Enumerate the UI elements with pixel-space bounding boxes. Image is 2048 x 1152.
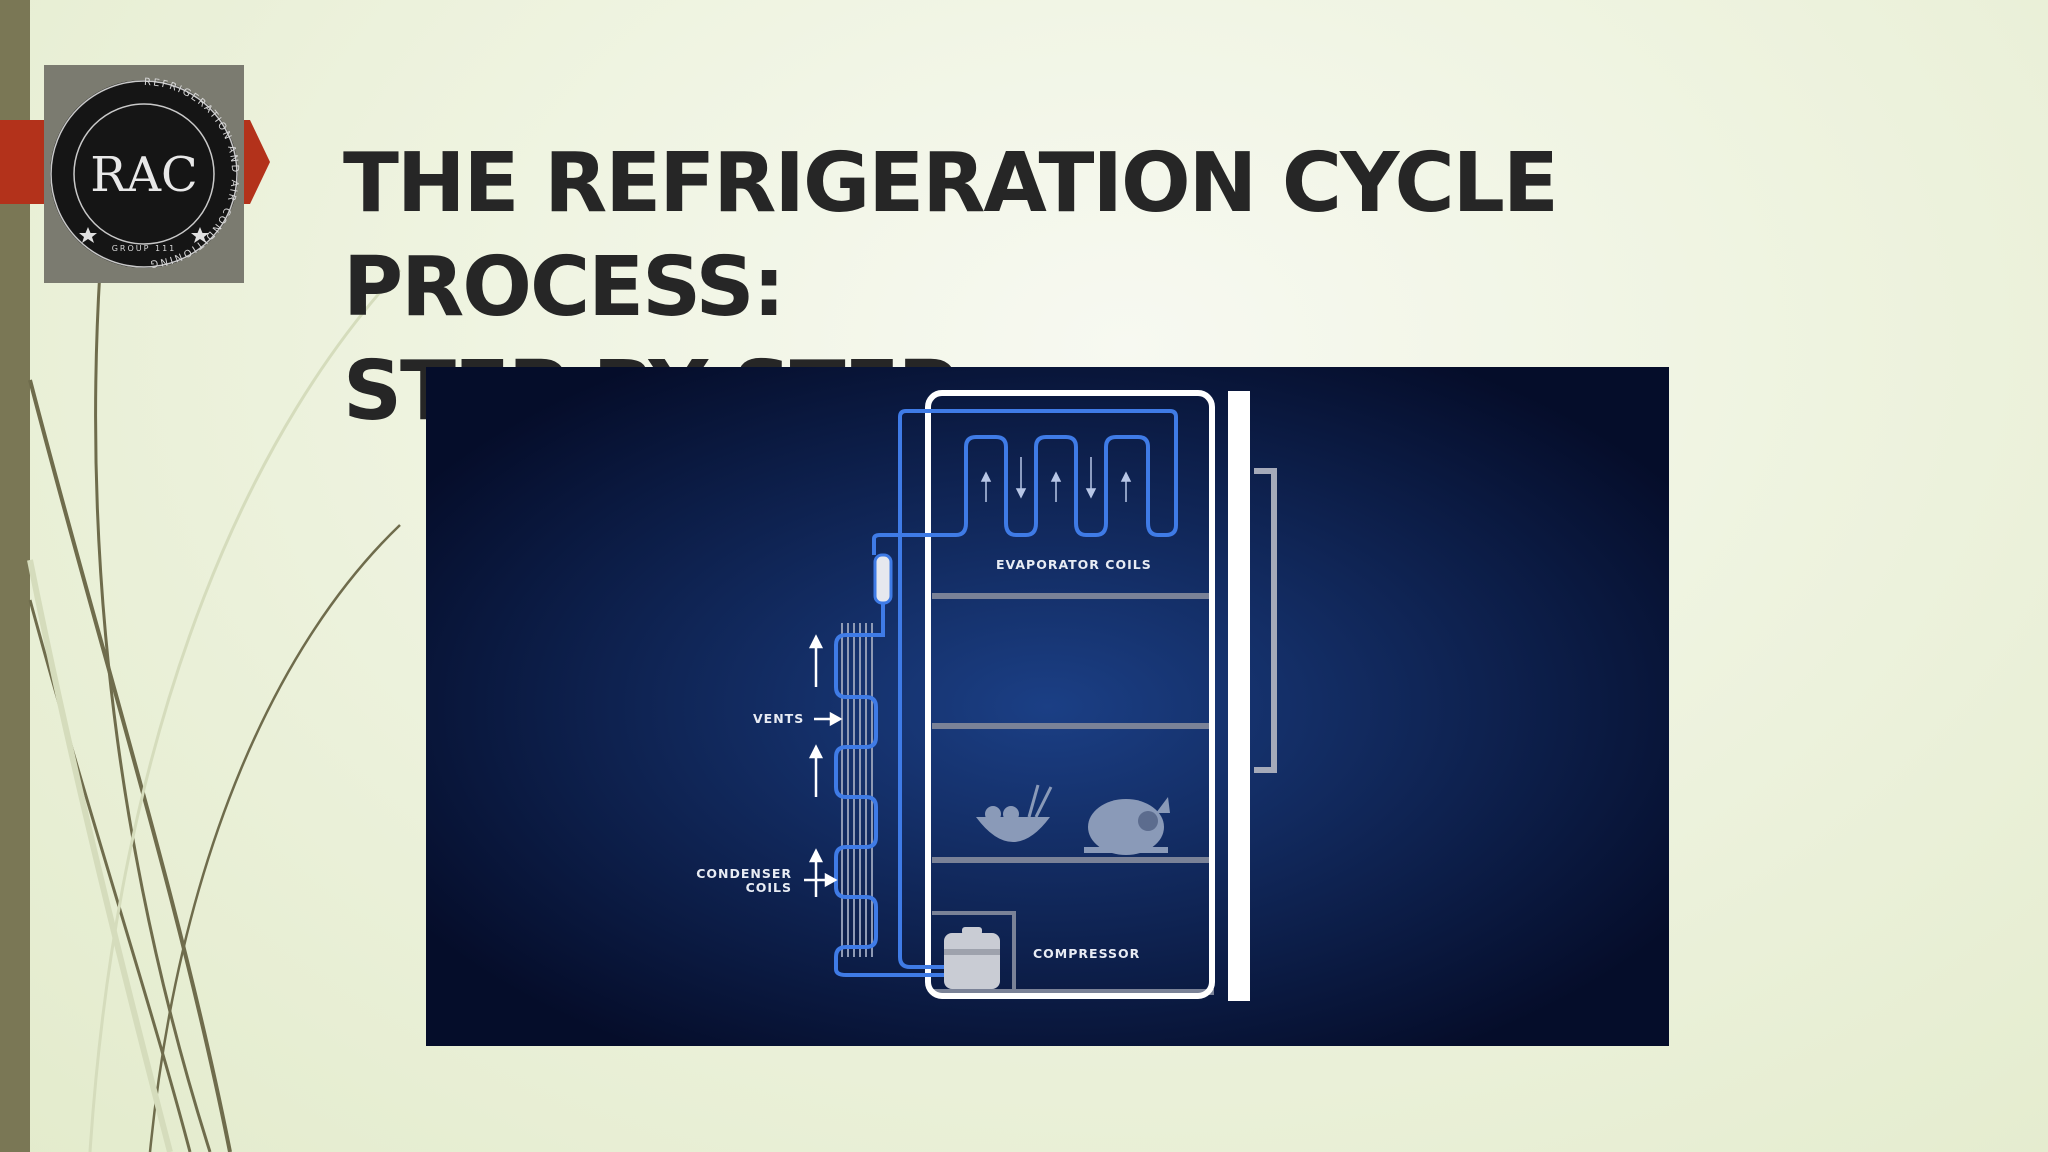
label-evaporator-coils: EVAPORATOR COILS [996, 557, 1152, 572]
expansion-valve [873, 553, 893, 605]
diagram-background [426, 367, 1669, 1046]
food-turkey [1084, 797, 1170, 855]
logo-star-right-icon [191, 227, 209, 243]
compressor-housing [932, 911, 1016, 989]
evaporator-coil [872, 409, 1178, 969]
condenser-grille [841, 623, 873, 957]
logo-star-left-icon [79, 227, 97, 243]
compressor-unit [944, 927, 1000, 989]
condenser-coil [834, 603, 946, 977]
rac-logo: REFRIGERATION AND AIR CONDITIONING GROUP… [44, 65, 244, 283]
door-handle [1254, 468, 1277, 773]
shelf-1 [932, 593, 1214, 599]
slide-title-line-1: THE REFRIGERATION CYCLE PROCESS: [343, 136, 1559, 335]
fridge-door [1228, 391, 1250, 1001]
decorative-swooshes [27, 268, 402, 1152]
label-vents: VENTS [753, 711, 804, 726]
label-condenser-line-1: CONDENSER [696, 866, 792, 881]
refrigeration-cycle-diagram: EVAPORATOR COILS VENTS CONDENSER COILS C… [426, 367, 1669, 1046]
label-condenser-line-2: COILS [746, 880, 792, 895]
label-compressor: COMPRESSOR [1033, 946, 1140, 961]
airflow-arrows [804, 634, 843, 897]
evaporator-flow-arrows [980, 457, 1132, 502]
logo-initials: RAC [90, 147, 198, 203]
shelf-bottom [932, 989, 1214, 995]
logo-ring-bottom: GROUP 111 [112, 244, 177, 253]
shelf-2 [932, 723, 1214, 729]
food-bowl [976, 784, 1053, 842]
shelf-3 [932, 857, 1214, 863]
fridge-body-outline [925, 390, 1215, 999]
